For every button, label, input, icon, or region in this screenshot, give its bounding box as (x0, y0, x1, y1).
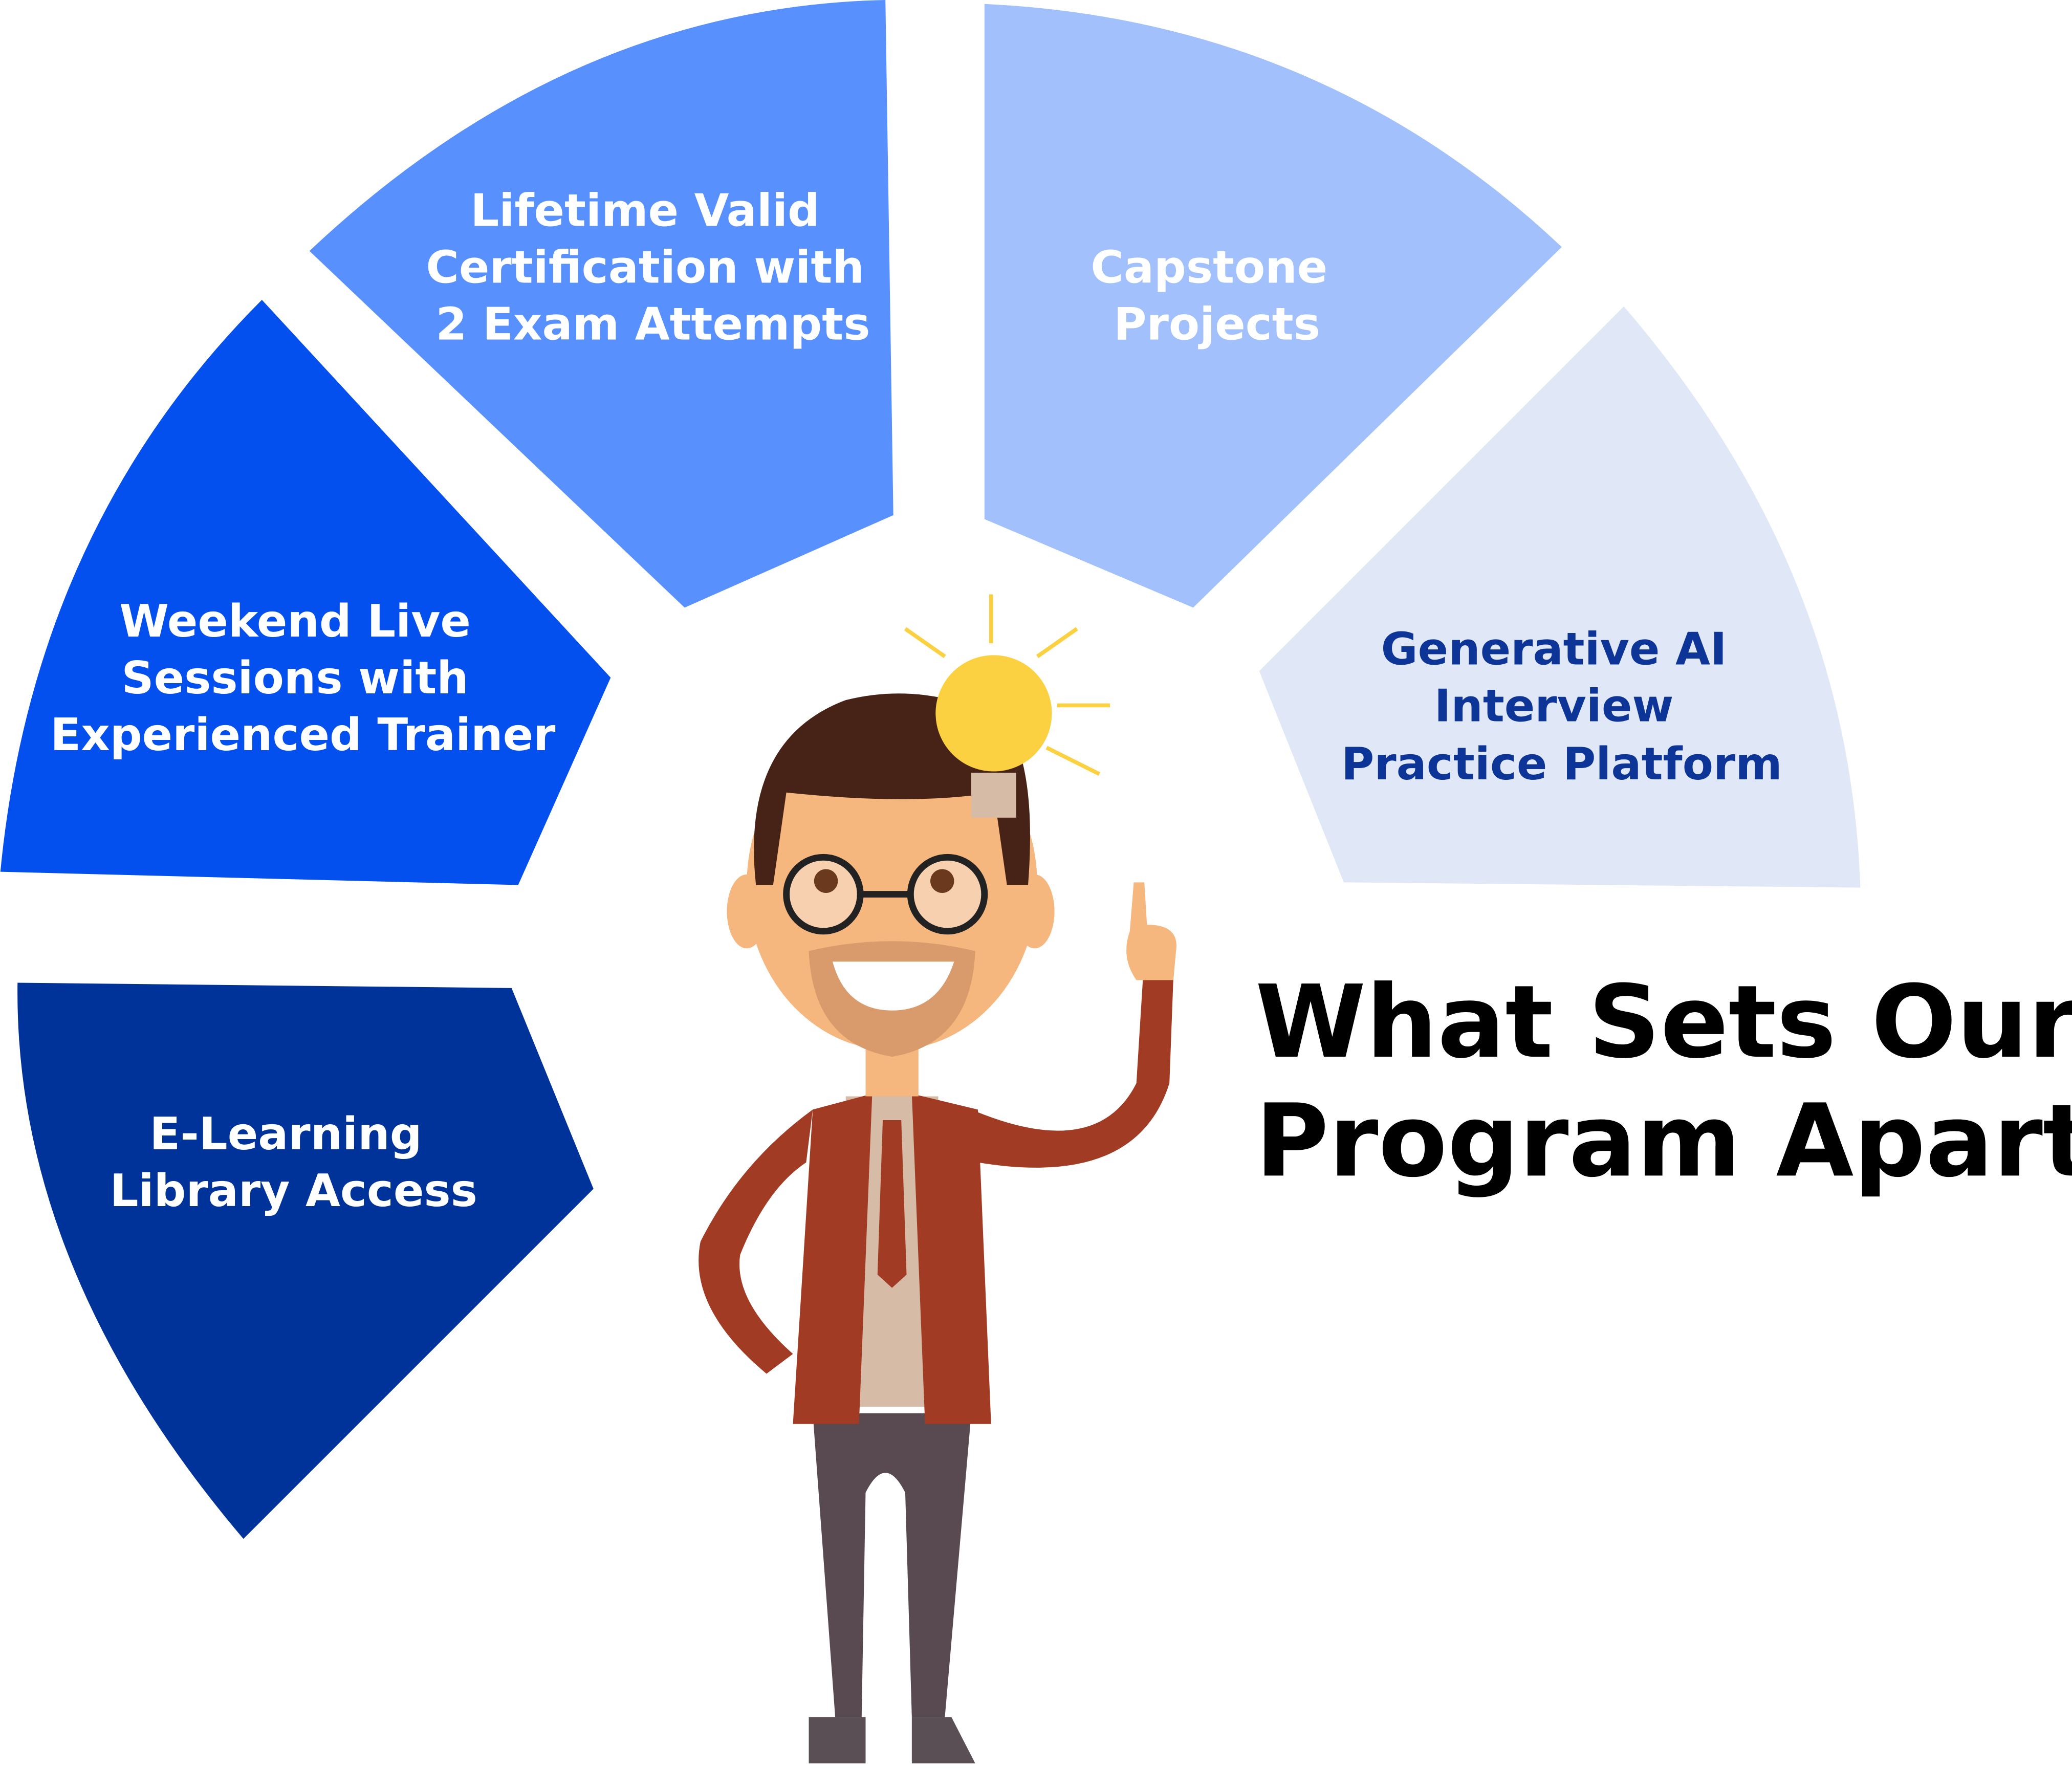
segment-label-capstone: Capstone Projects (1090, 241, 1343, 350)
segment-label-weekend-live: Weekend Live Sessions with Experienced T… (50, 595, 556, 761)
segment-capstone (984, 4, 1562, 608)
segment-label-e-learning: E-Learning Library Access (110, 1108, 477, 1217)
segment-weekend-live (0, 299, 611, 885)
segment-label-gen-ai: Generative AI Interview Practice Platfor… (1341, 623, 1782, 790)
segment-e-learning (17, 982, 594, 1539)
segment-label-lifetime-cert: Lifetime Valid Certification with 2 Exam… (426, 184, 880, 350)
teacher-illustration (699, 594, 1176, 1764)
segment-gen-ai (1259, 306, 1861, 888)
segment-lifetime-cert (309, 0, 893, 608)
lightbulb-icon (935, 655, 1052, 772)
page-title: What Sets Our Program Apart? (1255, 964, 2072, 1199)
